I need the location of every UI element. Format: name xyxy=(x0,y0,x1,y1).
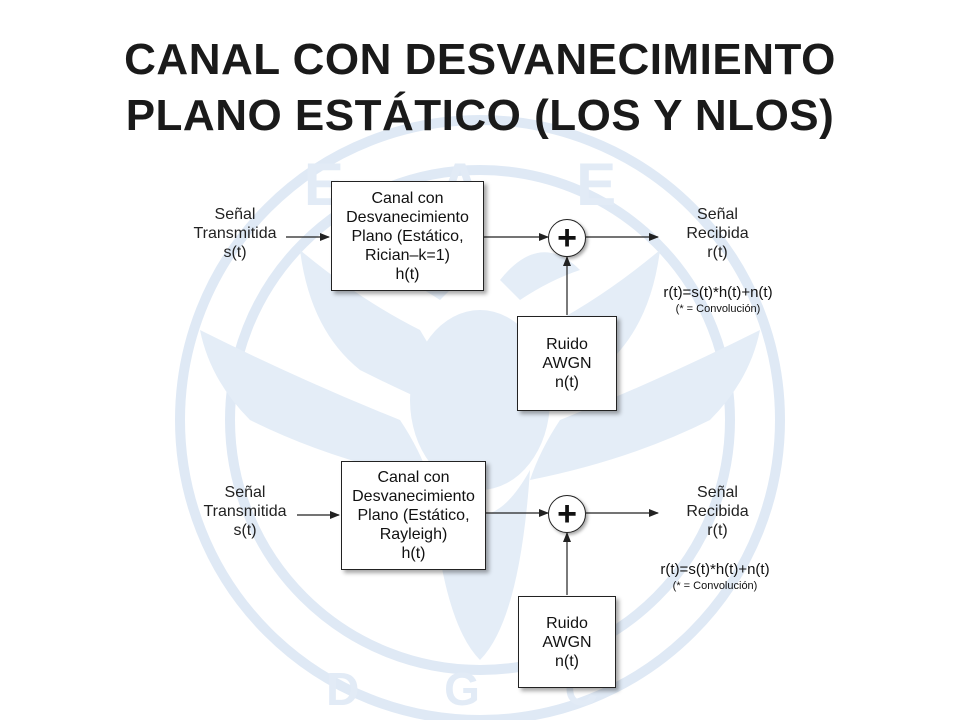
channel-block-line: h(t) xyxy=(395,265,420,283)
noise-block-bottom: Ruido AWGN n(t) xyxy=(518,596,616,688)
channel-block-line: Rayleigh) xyxy=(379,526,448,543)
noise-block-line: Ruido xyxy=(546,614,588,632)
channel-block-line: Plano (Estático, xyxy=(357,507,470,524)
noise-block-top: Ruido AWGN n(t) xyxy=(517,316,617,411)
noise-block-line: Ruido xyxy=(546,336,588,353)
input-label-line: s(t) xyxy=(233,522,257,539)
input-label-line: Señal xyxy=(214,206,256,223)
output-label-bottom: Señal Recibida r(t) xyxy=(660,483,775,540)
formula-text: r(t)=s(t)*h(t)+n(t) xyxy=(663,284,773,301)
channel-block-line: Rician–k=1) xyxy=(365,246,450,264)
adder-bottom: + xyxy=(548,495,586,533)
output-label-line: Recibida xyxy=(686,503,749,520)
input-label-line: Señal xyxy=(224,484,266,501)
channel-block-line: Canal con xyxy=(371,189,444,207)
formula-bottom: r(t)=s(t)*h(t)+n(t) (* = Convolución) xyxy=(630,561,800,593)
title-line-1: CANAL CON DESVANECIMIENTO xyxy=(124,35,836,84)
input-label-line: Transmitida xyxy=(203,503,287,520)
adder-top: + xyxy=(548,219,586,257)
output-label-line: Recibida xyxy=(686,225,749,242)
formula-note: (* = Convolución) xyxy=(675,303,761,315)
formula-text: r(t)=s(t)*h(t)+n(t) xyxy=(660,561,770,578)
output-label-line: r(t) xyxy=(707,522,728,539)
input-label-top: Señal Transmitida s(t) xyxy=(180,205,290,262)
channel-block-line: Desvanecimiento xyxy=(346,208,469,226)
channel-block-top: Canal con Desvanecimiento Plano (Estátic… xyxy=(331,181,484,291)
noise-block-line: AWGN xyxy=(542,355,592,372)
input-label-line: s(t) xyxy=(223,244,247,261)
output-label-line: r(t) xyxy=(707,244,728,261)
noise-block-line: n(t) xyxy=(555,652,579,670)
channel-block-line: Desvanecimiento xyxy=(352,488,475,505)
output-label-line: Señal xyxy=(697,484,738,501)
input-label-line: Transmitida xyxy=(193,225,277,242)
channel-block-line: Canal con xyxy=(377,469,450,486)
input-label-bottom: Señal Transmitida s(t) xyxy=(190,483,300,540)
slide-title: CANAL CON DESVANECIMIENTO PLANO ESTÁTICO… xyxy=(0,32,960,144)
channel-block-line: Plano (Estático, xyxy=(351,227,464,245)
output-label-line: Señal xyxy=(697,206,738,223)
title-line-2: PLANO ESTÁTICO (LOS Y NLOS) xyxy=(125,91,835,140)
plus-icon: + xyxy=(557,495,577,533)
channel-block-line: h(t) xyxy=(401,545,426,562)
plus-icon: + xyxy=(557,219,577,257)
noise-block-line: n(t) xyxy=(555,374,579,391)
channel-block-bottom: Canal con Desvanecimiento Plano (Estátic… xyxy=(341,461,486,570)
noise-block-line: AWGN xyxy=(542,633,592,651)
formula-note: (* = Convolución) xyxy=(672,580,758,592)
formula-top: r(t)=s(t)*h(t)+n(t) (* = Convolución) xyxy=(633,284,803,316)
output-label-top: Señal Recibida r(t) xyxy=(660,205,775,262)
